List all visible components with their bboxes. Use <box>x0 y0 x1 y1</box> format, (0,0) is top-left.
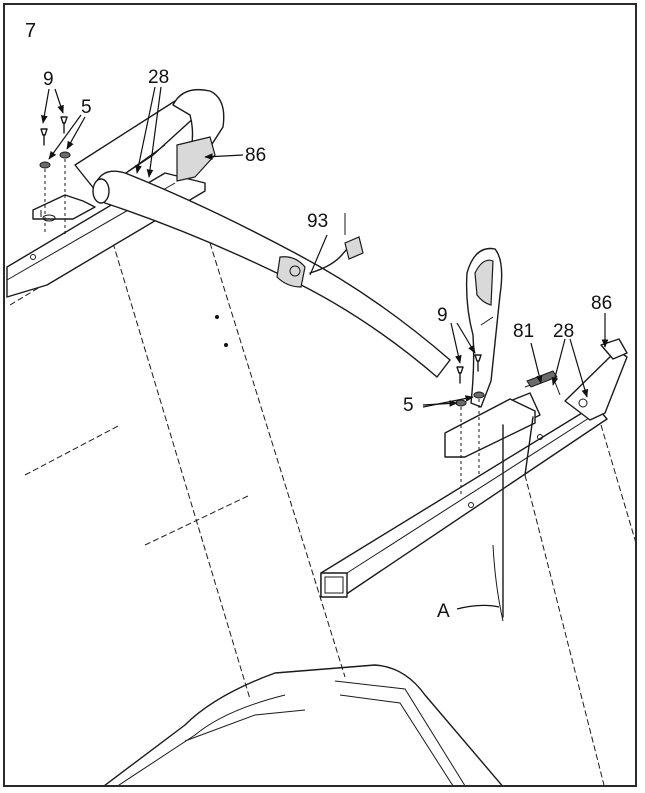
callout-upright: A <box>437 601 450 622</box>
left-upright-outline <box>9 242 346 700</box>
assembly-diagram-frame: 7 9 5 28 86 93 9 5 81 28 86 A <box>3 3 637 787</box>
crossbar-tube <box>92 170 451 378</box>
callout-bolt-right: 9 <box>437 305 448 326</box>
callout-crossbar: 93 <box>307 211 328 232</box>
left-bracket-assembly <box>32 88 225 222</box>
callout-washer-right: 5 <box>403 395 414 416</box>
right-fasteners <box>455 354 485 495</box>
assembly-drawing: 7 9 5 28 86 93 9 5 81 28 86 A <box>6 20 635 785</box>
callout-wire-clip: 81 <box>513 321 534 342</box>
right-upright <box>492 416 534 622</box>
left-fasteners <box>39 116 71 235</box>
callout-grip-right: 86 <box>591 293 612 314</box>
callout-grip-left: 86 <box>245 145 266 166</box>
right-upright-outline <box>524 424 635 785</box>
treadmill-base <box>104 664 503 785</box>
callout-bolt-left: 9 <box>43 69 54 90</box>
callout-leaders <box>41 86 609 610</box>
callout-bracket-left: 28 <box>148 67 169 88</box>
step-number: 7 <box>25 20 36 42</box>
right-handle <box>465 247 503 408</box>
callout-bracket-right: 28 <box>553 321 574 342</box>
callout-washer-left: 5 <box>81 97 92 118</box>
